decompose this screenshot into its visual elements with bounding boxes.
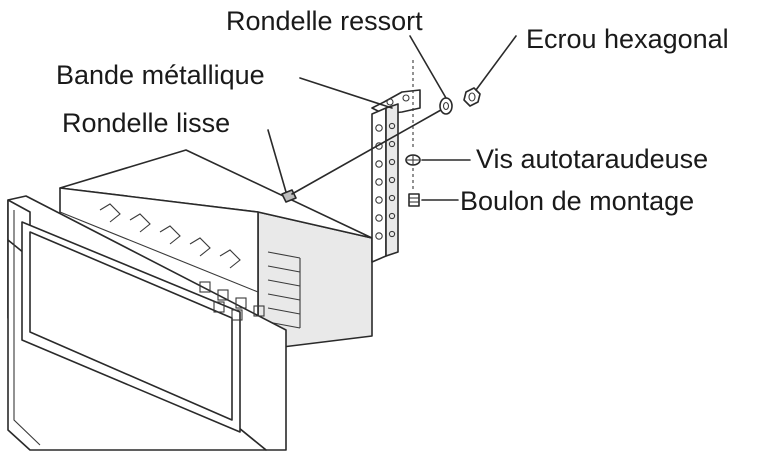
hex-nut-part [463, 87, 481, 107]
screw-part [405, 154, 421, 166]
label-mounting-bolt: Boulon de montage [460, 186, 695, 216]
threaded-stud [281, 105, 449, 203]
label-spring-washer: Rondelle ressort [226, 6, 423, 36]
leader-lines [267, 35, 517, 201]
label-flat-washer: Rondelle lisse [62, 108, 231, 138]
label-hex-nut: Ecrou hexagonal [526, 24, 729, 54]
front-panel [21, 203, 265, 433]
bolt-part [408, 193, 420, 207]
spring-washer-part [439, 97, 453, 115]
label-self-tapping-screw: Vis autotaraudeuse [476, 144, 709, 174]
label-metal-strap: Bande métallique [56, 60, 265, 90]
